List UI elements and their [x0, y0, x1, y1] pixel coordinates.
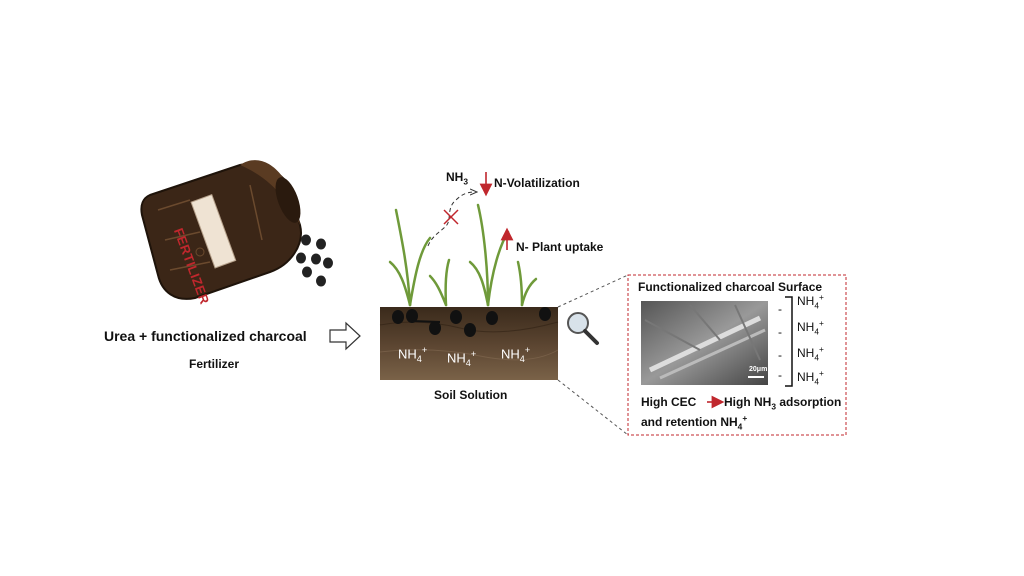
- charcoal-granules: [296, 234, 333, 287]
- adsorbed-ion: NH4+: [797, 318, 824, 337]
- fertilizer-formula: Urea + functionalized charcoal: [104, 328, 307, 344]
- surface-charge: -: [778, 368, 782, 382]
- scale-bar-label: 20μm: [749, 366, 768, 373]
- plant-uptake-label: N- Plant uptake: [516, 240, 604, 254]
- conclusion-line2: and retention NH4+: [641, 413, 748, 432]
- plant-seedlings-icon: [388, 203, 538, 307]
- surface-charge: -: [778, 348, 782, 362]
- sem-image: [641, 301, 768, 385]
- conclusion-part2: High NH3 adsorption: [724, 395, 842, 412]
- fertilizer-type-label: Fertilizer: [189, 357, 240, 371]
- blocked-cross-icon: [443, 209, 459, 225]
- adsorbed-ion: NH4+: [797, 292, 824, 311]
- zoom-line-top: [557, 274, 629, 308]
- zoom-line-bottom: [557, 379, 629, 436]
- process-arrow-icon: [329, 321, 361, 351]
- adsorbed-ion: NH4+: [797, 368, 824, 387]
- soil-ion: NH4+: [398, 345, 428, 364]
- conclusion-part1: High CEC: [641, 395, 697, 409]
- adsorbed-ion: NH4+: [797, 344, 824, 363]
- fertilizer-bag-icon: [140, 160, 302, 300]
- surface-charge: -: [778, 302, 782, 316]
- inset-title: Functionalized charcoal Surface: [638, 280, 823, 294]
- ion-bracket: [785, 296, 793, 387]
- soil-ion: NH4+: [501, 345, 531, 364]
- surface-charge: -: [778, 325, 782, 339]
- soil-caption: Soil Solution: [434, 388, 508, 402]
- nh3-dashed-path: [427, 192, 474, 247]
- soil-block: [379, 307, 559, 380]
- magnifier-icon: [567, 312, 599, 345]
- volatilization-label: N-Volatilization: [494, 176, 580, 190]
- soil-ion: NH4+: [447, 349, 477, 368]
- ammonia-gas-label: NH3: [446, 170, 469, 187]
